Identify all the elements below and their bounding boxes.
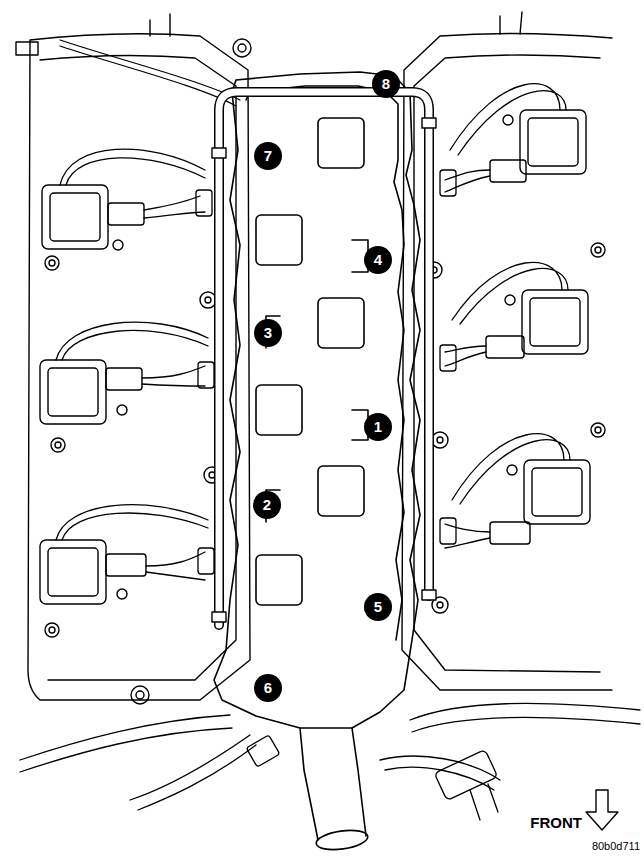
callout-number: 4 [365,247,391,273]
callout-number: 5 [365,594,391,620]
intake-gasket [214,72,420,853]
front-arrow [586,790,618,830]
ignition-coils-right [486,110,590,544]
callout-number: 8 [373,71,399,97]
callout-number: 6 [255,675,281,701]
callout-number: 3 [255,320,281,346]
callout-number: 2 [254,492,280,518]
figure-code: 80b0d711 [592,840,640,852]
callout-number: 1 [365,414,391,440]
direction-label: FRONT [530,814,582,831]
coolant-tube [212,92,436,625]
callout-discs [253,70,400,702]
ignition-coils-left [40,185,146,604]
cylinder-heads [16,12,612,704]
callout-number: 7 [255,143,281,169]
wiring [20,40,640,820]
